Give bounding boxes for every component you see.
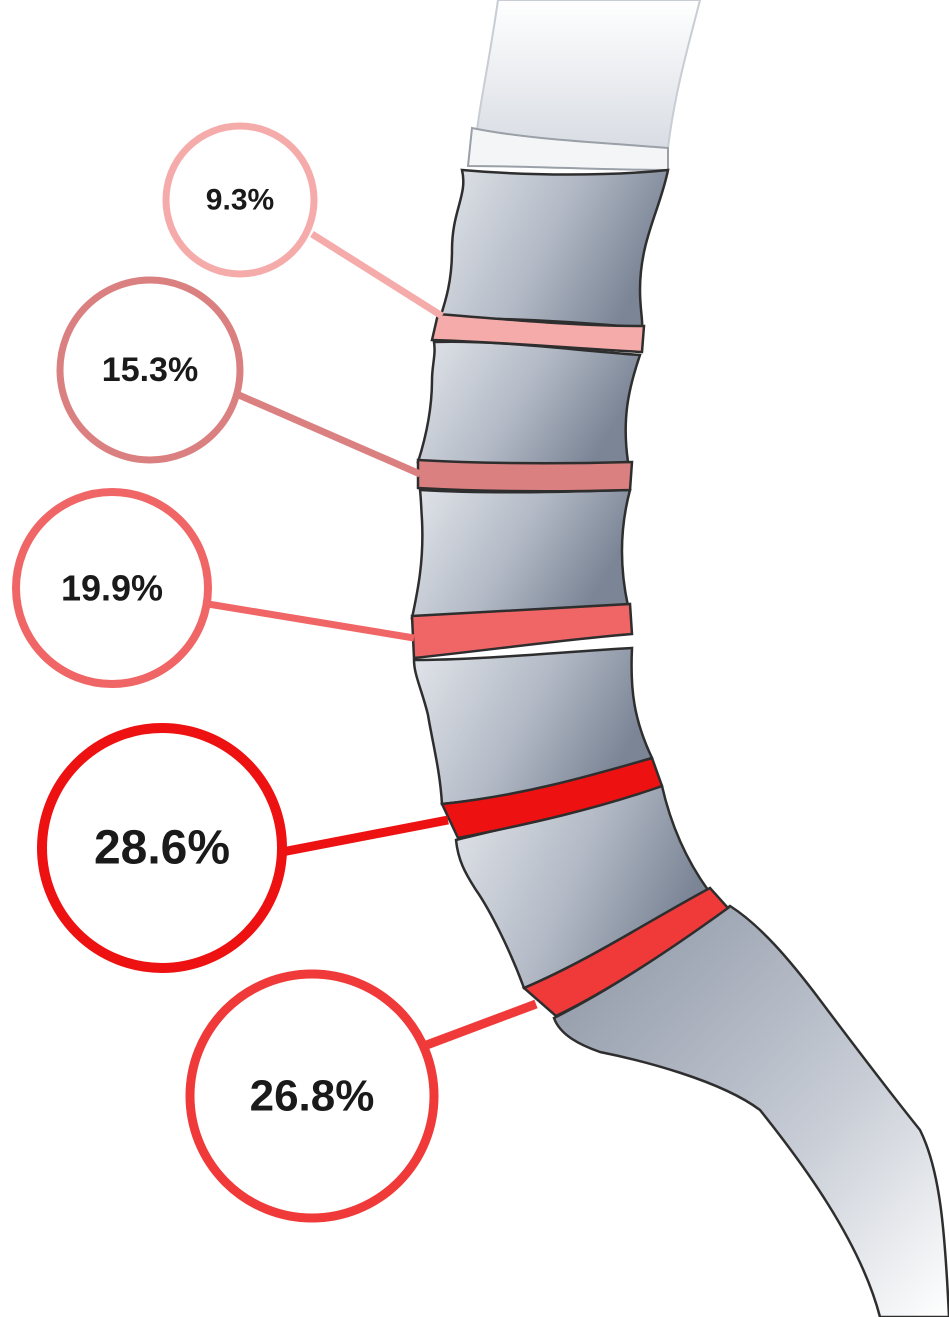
- callout-label-5: 26.8%: [250, 1072, 375, 1121]
- connector-line-5: [424, 1004, 536, 1046]
- connector-line-4: [282, 820, 448, 852]
- callout-label-3: 19.9%: [61, 568, 163, 609]
- upper-spine-fade: [475, 0, 700, 150]
- connector-line-3: [208, 604, 414, 638]
- disc-2: [418, 460, 632, 491]
- connector-line-1: [312, 234, 442, 316]
- vertebra-3: [412, 490, 630, 618]
- vertebra-1: [440, 170, 668, 328]
- connector-line-2: [232, 392, 420, 474]
- callout-label-2: 15.3%: [102, 351, 198, 389]
- vertebra-2: [418, 342, 640, 465]
- callout-label-4: 28.6%: [94, 822, 230, 875]
- callout-label-1: 9.3%: [206, 184, 274, 217]
